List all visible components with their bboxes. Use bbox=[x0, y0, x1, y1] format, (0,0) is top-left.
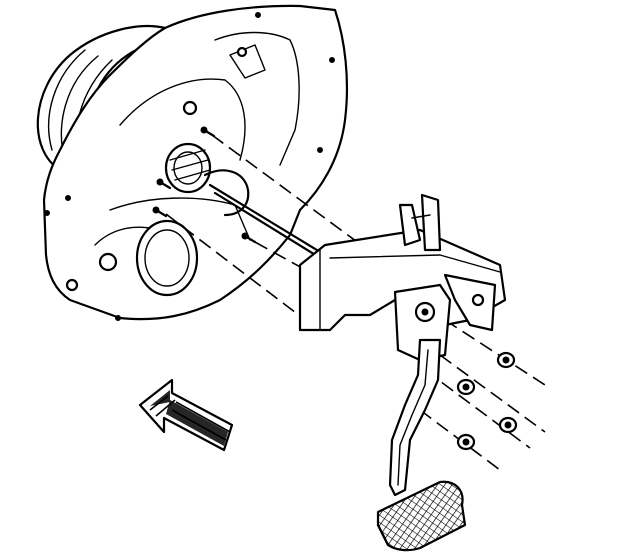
pedal-pad bbox=[376, 480, 467, 552]
brake-pedal bbox=[388, 338, 442, 497]
retaining-nuts bbox=[456, 351, 518, 451]
booster-pushrod bbox=[164, 142, 332, 266]
direction-arrow-icon bbox=[138, 378, 234, 452]
retaining-nut bbox=[456, 378, 476, 396]
retaining-nut bbox=[498, 416, 518, 434]
retaining-nut bbox=[496, 351, 516, 369]
pedal-bracket bbox=[298, 193, 507, 362]
mounting-stud bbox=[241, 232, 257, 244]
mounting-stud bbox=[156, 178, 172, 190]
mounting-studs bbox=[152, 126, 257, 244]
mounting-stud bbox=[152, 206, 168, 218]
retaining-nut bbox=[456, 433, 476, 451]
